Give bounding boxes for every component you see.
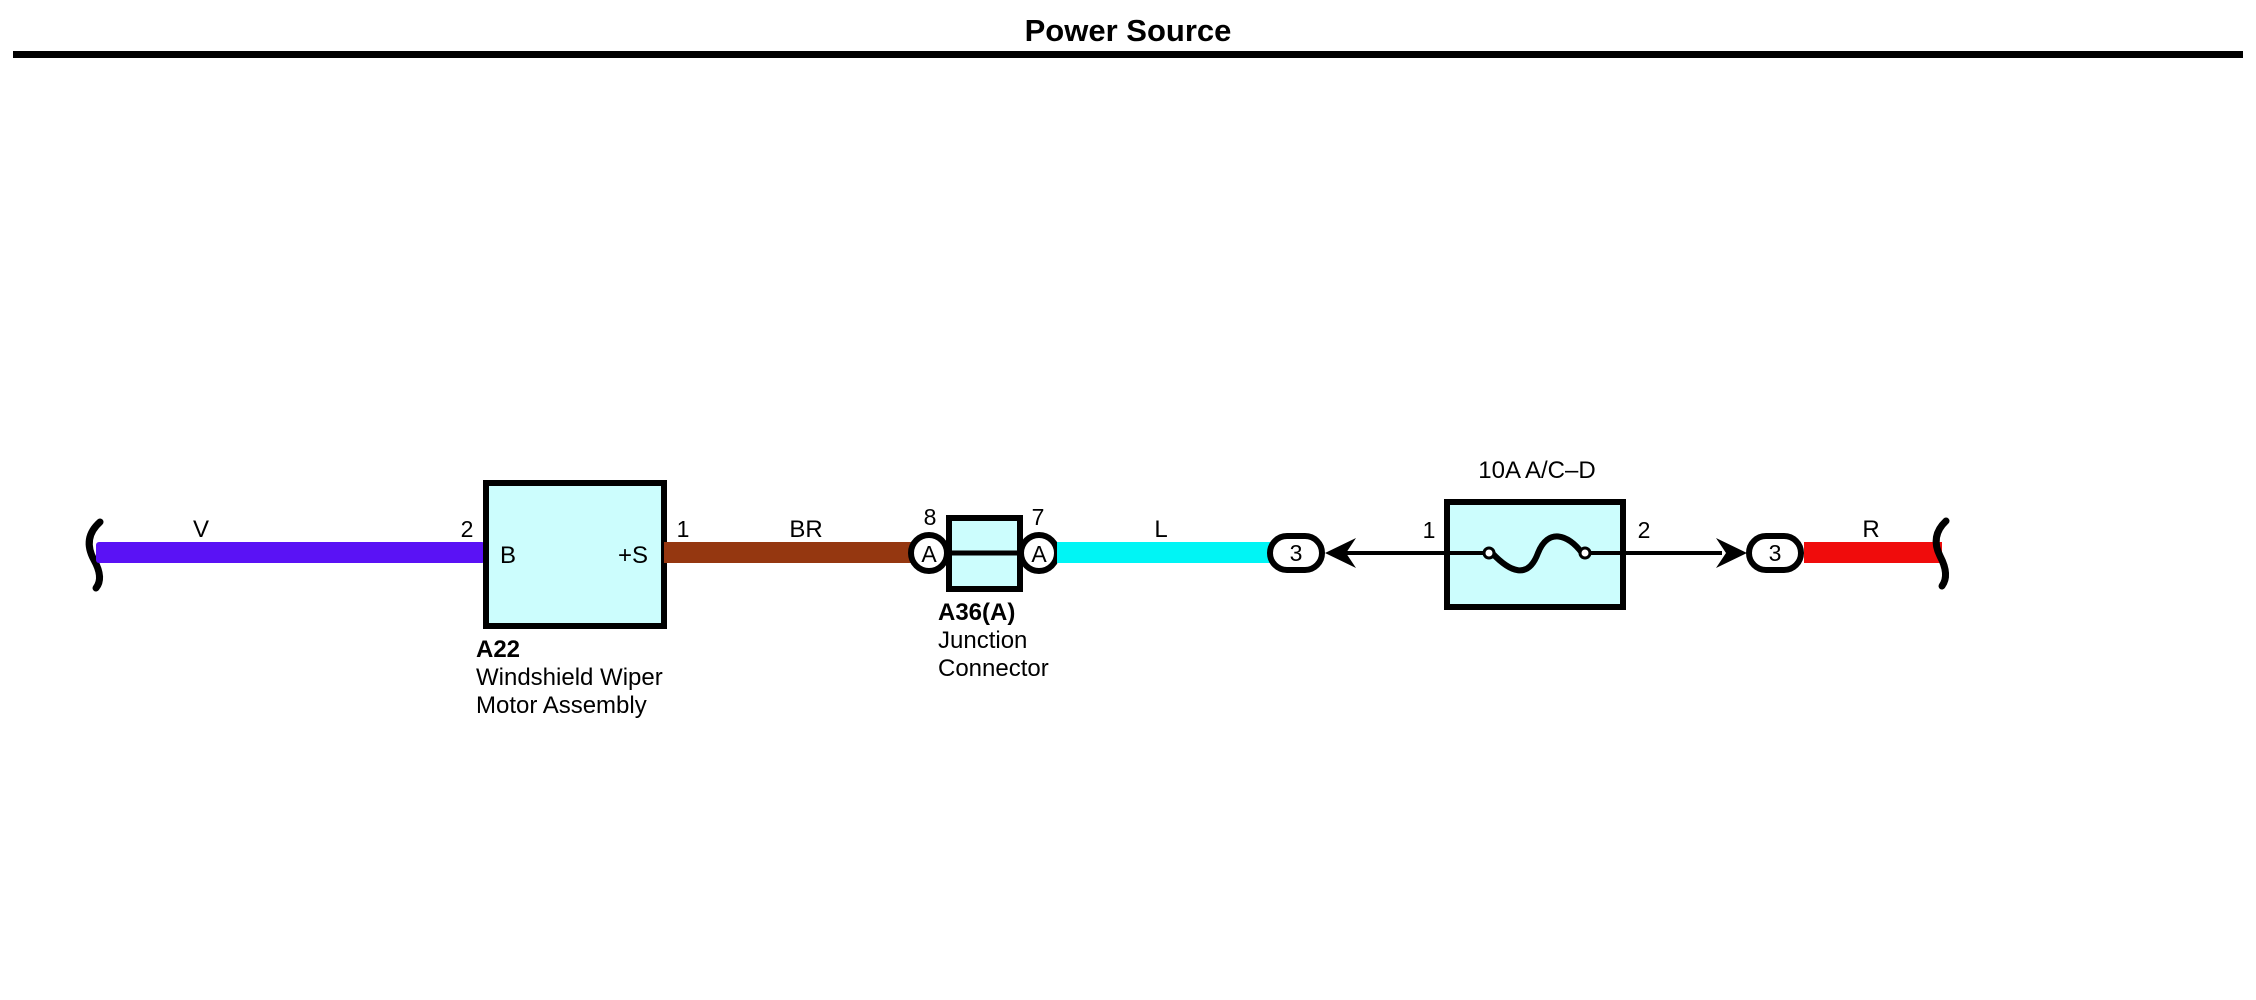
fuse-terminal-left: [1482, 546, 1496, 560]
junction-name-line2: Connector: [938, 655, 1049, 682]
arrow-right-icon: [1716, 538, 1747, 568]
junction-connector-right-label: A: [1031, 541, 1047, 567]
wire-v: [96, 542, 485, 563]
junction-pin-left: 8: [924, 504, 937, 530]
wiper-motor-pin-right: 1: [677, 516, 690, 542]
page-title: Power Source: [1025, 13, 1232, 48]
junction-connector-left-label: A: [921, 541, 937, 567]
wire-v-label: V: [193, 516, 209, 543]
fuse-terminal-right: [1578, 546, 1592, 560]
wiper-motor-terminal-s: +S: [618, 542, 648, 569]
fuse-pin-right: 2: [1638, 517, 1651, 543]
junction-code: A36(A): [938, 599, 1015, 626]
arrow-left-icon: [1325, 538, 1356, 568]
junction-connector-left[interactable]: [908, 532, 950, 574]
connector-3-left-label: 3: [1290, 540, 1303, 566]
connector-3-right[interactable]: [1746, 533, 1804, 573]
wire-r: [1804, 542, 1942, 563]
fuse-label: 10A A/C–D: [1478, 457, 1595, 484]
wire-l: [1057, 542, 1277, 563]
wire-br: [664, 542, 914, 563]
junction-pin-right: 7: [1032, 504, 1045, 530]
wire-break-left-icon: [85, 518, 104, 592]
title-rule: [13, 51, 2243, 58]
connector-3-right-label: 3: [1769, 540, 1782, 566]
wiper-motor-code: A22: [476, 636, 520, 663]
wiper-motor-terminal-b: B: [500, 542, 516, 569]
wire-r-label: R: [1862, 516, 1879, 543]
fuse-pin-left: 1: [1423, 517, 1436, 543]
junction-name-line1: Junction: [938, 627, 1027, 654]
wiper-motor-pin-left: 2: [461, 516, 474, 542]
wiper-motor-name-line2: Motor Assembly: [476, 692, 647, 719]
wiper-motor-name-line1: Windshield Wiper: [476, 664, 663, 691]
wire-br-label: BR: [789, 516, 822, 543]
fuse-element-icon: [1489, 533, 1585, 574]
wire-break-right-icon: [1932, 517, 1950, 590]
connector-3-left[interactable]: [1267, 533, 1325, 573]
wire-l-label: L: [1154, 516, 1167, 543]
